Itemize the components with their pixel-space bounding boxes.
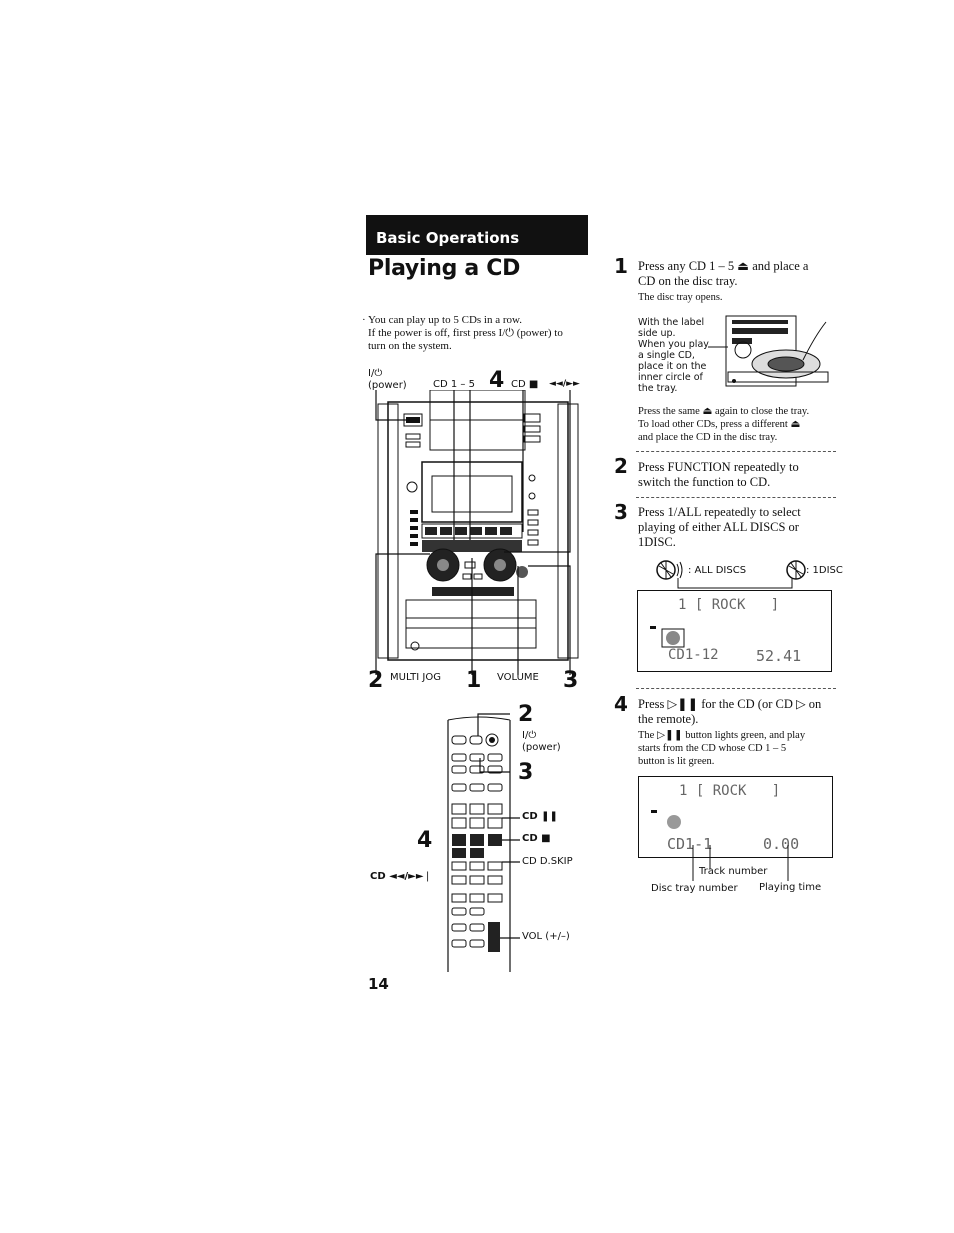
- remote-cd-stop-label: CD ■: [522, 833, 551, 844]
- step4-note-line1: The ▷❚❚ button lights green, and play: [638, 730, 806, 741]
- intro-line-1: · You can play up to 5 CDs in a row.: [362, 314, 523, 326]
- step4-number: 4: [614, 692, 628, 716]
- unit-cd-stop-label: CD ■: [511, 379, 539, 390]
- step4-note-line3: button is lit green.: [638, 756, 715, 767]
- all-discs-label: : ALL DISCS: [688, 565, 747, 576]
- lcd-bottom-right: 0.00: [763, 835, 800, 853]
- unit-cd15-label: CD 1 – 5: [433, 379, 475, 390]
- step4-line2: the remote).: [638, 712, 699, 726]
- step4-separator: [636, 688, 836, 689]
- intro-text: · You can play up to 5 CDs in a row. If …: [362, 314, 563, 353]
- unit-step2-marker: 2: [368, 668, 384, 693]
- remote-cd-dskip-label: CD D.SKIP: [522, 856, 573, 867]
- step1-after-line: To load other CDs, press a different ⏏: [638, 419, 801, 430]
- unit-step3-marker: 3: [563, 668, 579, 693]
- step2-separator: [636, 451, 836, 452]
- callout-lines: [692, 845, 789, 881]
- tray-note-line: inner circle of: [638, 372, 703, 383]
- step1-after-line: Press the same ⏏ again to close the tray…: [638, 406, 810, 417]
- unit-power-label: (power): [368, 380, 407, 391]
- unit-multi-jog-label: MULTI JOG: [390, 672, 441, 683]
- remote-illustration: [447, 713, 520, 972]
- lcd-bottom-right: 52.41: [756, 647, 802, 665]
- tray-note-line: When you play: [638, 339, 709, 350]
- remote-vol-label: VOL (+/–): [522, 931, 570, 942]
- unit-power-symbol: I/⏻: [368, 368, 383, 379]
- intro-line-3: turn on the system.: [368, 340, 452, 352]
- lcd-top-line: 1 [ ROCK ]: [678, 597, 780, 613]
- all-discs-icon: [656, 560, 683, 580]
- tray-note-line: With the label: [638, 317, 705, 328]
- section-header-bar: Basic Operations: [366, 215, 588, 255]
- disc-indicator-icon: [651, 810, 681, 829]
- step4-lcd-display: 1 [ ROCK ] CD1-1 0.00: [638, 776, 833, 858]
- step2-line2: switch the function to CD.: [638, 475, 771, 489]
- tray-note-line: the tray.: [638, 383, 678, 394]
- remote-step2-marker: 2: [518, 702, 534, 727]
- playing-time-callout: Playing time: [759, 882, 822, 893]
- remote-step3-marker: 3: [518, 760, 534, 785]
- page-number: 14: [368, 975, 389, 993]
- tray-note-line: place it on the: [638, 361, 707, 372]
- step2-number: 2: [614, 454, 628, 478]
- one-disc-label: : 1DISC: [806, 565, 843, 576]
- step4-note-line2: starts from the CD whose CD 1 – 5: [638, 743, 787, 754]
- step4-line1: Press ▷❚❚ for the CD (or CD ▷ on: [638, 697, 822, 711]
- tray-note-line: side up.: [638, 328, 676, 339]
- step2-line1: Press FUNCTION repeatedly to: [638, 460, 799, 474]
- step1-line2: CD on the disc tray.: [638, 274, 738, 288]
- step3-line1: Press 1/ALL repeatedly to select: [638, 505, 801, 519]
- step3-lcd-display: 1 [ ROCK ] CD1-12 52.41: [637, 590, 832, 672]
- disc-indicator-icon: [650, 626, 685, 648]
- step3-line2: playing of either ALL DISCS or: [638, 520, 799, 534]
- lcd-top-line: 1 [ ROCK ]: [679, 783, 781, 799]
- section-label: Basic Operations: [376, 229, 520, 247]
- remote-power-label: (power): [522, 742, 561, 753]
- step3-line3: 1DISC.: [638, 535, 676, 549]
- step3-number: 3: [614, 500, 628, 524]
- lcd-bottom-left: CD1-12: [668, 647, 719, 663]
- step4-text: Press ▷❚❚ for the CD (or CD ▷ on the rem…: [638, 697, 821, 727]
- display-pointer-lines: [677, 578, 793, 589]
- remote-cd-skip-label: CD ◄◄/►►❘: [370, 871, 432, 882]
- remote-power-symbol: I/⏻: [522, 730, 537, 741]
- step1-text: Press any CD 1 – 5 ⏏ and place a CD on t…: [638, 259, 808, 304]
- unit-step4-marker: 4: [489, 368, 505, 393]
- remote-cd-pause-label: CD ❚❚: [522, 811, 558, 822]
- main-unit-illustration: [375, 390, 579, 675]
- intro-line-2: If the power is off, first press I/⏻ (po…: [368, 327, 563, 339]
- tray-note: With the label side up. When you play a …: [638, 317, 709, 394]
- disc-tray-illustration: [708, 315, 829, 387]
- unit-volume-label: VOLUME: [497, 672, 539, 683]
- track-number-callout: Track number: [699, 866, 768, 877]
- disc-tray-number-callout: Disc tray number: [651, 883, 738, 894]
- lcd-bottom-left: CD1-1: [667, 835, 713, 853]
- step1-after: Press the same ⏏ again to close the tray…: [638, 405, 809, 444]
- one-disc-icon: [786, 560, 806, 580]
- step2-text: Press FUNCTION repeatedly to switch the …: [638, 460, 799, 490]
- step4-note: The ▷❚❚ button lights green, and play st…: [638, 729, 805, 768]
- unit-skip-label: ◄◄/►►: [549, 379, 580, 389]
- step1-note: The disc tray opens.: [638, 292, 723, 303]
- step3-separator: [636, 497, 836, 498]
- unit-step1-marker: 1: [466, 668, 482, 693]
- step3-text: Press 1/ALL repeatedly to select playing…: [638, 505, 801, 550]
- tray-note-line: a single CD,: [638, 350, 695, 361]
- step1-number: 1: [614, 254, 628, 278]
- step1-line1: Press any CD 1 – 5 ⏏ and place a: [638, 259, 809, 273]
- step1-after-line: and place the CD in the disc tray.: [638, 432, 778, 443]
- page-title: Playing a CD: [368, 256, 521, 281]
- remote-step4-marker: 4: [417, 828, 433, 853]
